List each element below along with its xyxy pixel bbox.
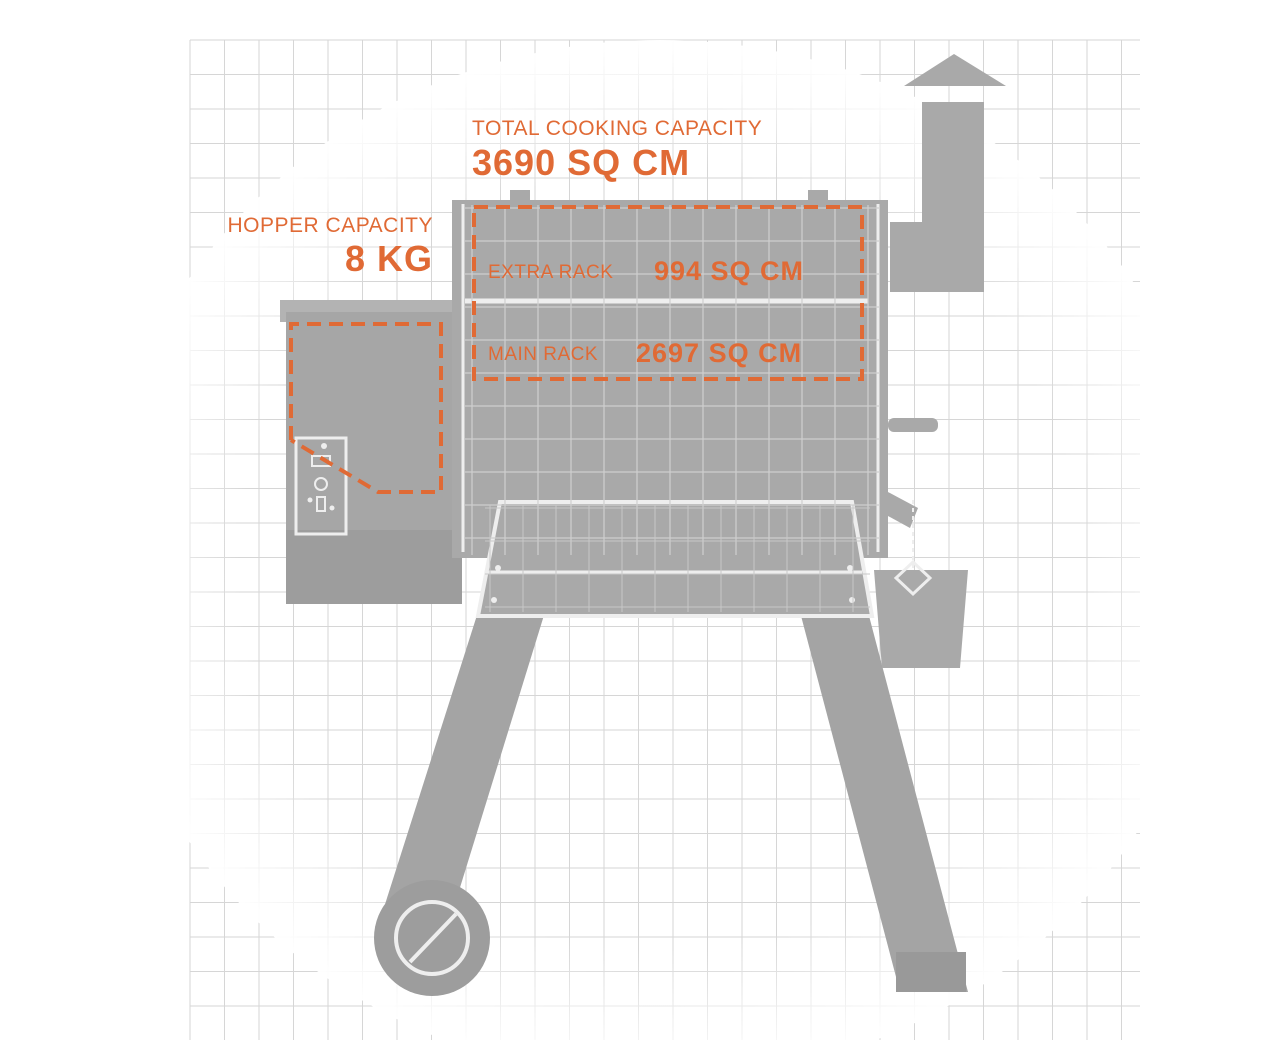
bucket-icon: [874, 500, 968, 668]
grill-cart: [380, 500, 968, 992]
total-capacity-value: 3690 SQ CM: [472, 142, 691, 183]
total-capacity-caption: TOTAL COOKING CAPACITY: [472, 117, 763, 140]
capacity-outlines: [289, 205, 864, 494]
extra-rack-value: 994 SQ CM: [654, 256, 805, 286]
extra-rack-caption: EXTRA RACK: [488, 262, 614, 283]
wheel-icon: [374, 880, 490, 996]
hopper-capacity-value: 8 KG: [344, 238, 433, 279]
hopper-capacity-caption: HOPPER CAPACITY: [227, 214, 433, 237]
main-rack-value: 2697 SQ CM: [636, 338, 803, 368]
chimney-icon: [890, 54, 1006, 292]
main-rack-caption: MAIN RACK: [488, 344, 599, 365]
hopper: [280, 300, 462, 604]
